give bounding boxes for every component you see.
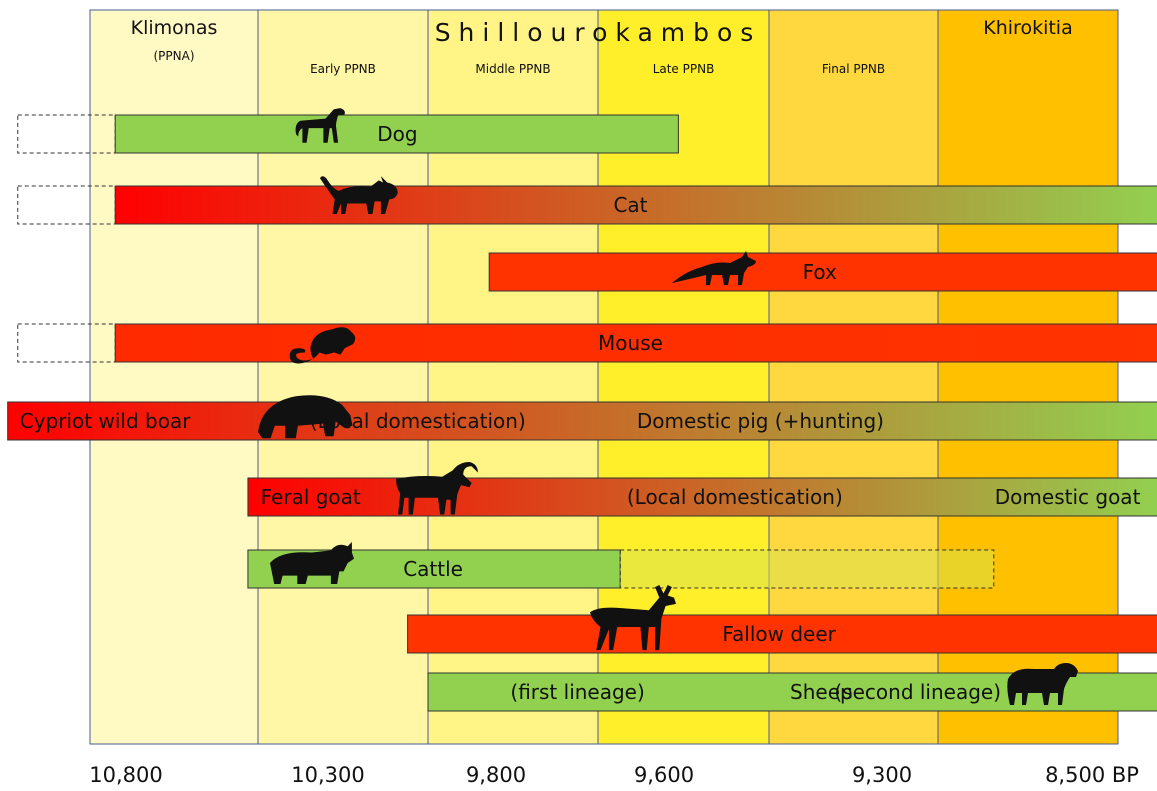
bar-row-goat: Feral goat (Local domestication) Domestic … <box>247 462 1157 517</box>
bar-dog <box>114 114 679 154</box>
uncertain-extension-cattle <box>619 549 995 589</box>
bar-row-cat: Cat <box>17 176 1157 225</box>
period-name-klimonas: Klimonas <box>131 17 218 39</box>
boar-silhouette <box>258 395 353 439</box>
bar-row-fallow-deer: Fallow deer <box>407 585 1157 654</box>
bar-row-mouse: Mouse <box>17 323 1157 364</box>
bar-label-second-lineage: (second lineage) <box>834 680 1001 704</box>
bar-row-pig: Cypriot wild boar (Local domestication) Do… <box>7 395 1157 441</box>
uncertain-extension-mouse <box>17 323 116 363</box>
period-sub-ppna: (PPNA) <box>153 49 194 63</box>
bar-label-dog: Dog <box>377 122 417 146</box>
bar-label-mouse: Mouse <box>598 331 663 355</box>
bar-label-sheep: Sheep <box>790 680 853 704</box>
sheep-silhouette <box>1007 663 1078 705</box>
bar-row-cattle: Cattle <box>247 542 995 589</box>
period-sub-early-ppnb: Early PPNB <box>310 62 376 76</box>
bar-row-fox: Fox <box>488 251 1157 292</box>
deer-silhouette <box>590 585 677 651</box>
period-sub-late-ppnb: Late PPNB <box>653 62 715 76</box>
bar-row-sheep: (first lineage) Sheep(second lineage) <box>427 663 1157 712</box>
bar-label-local-domestication: (Local domestication) <box>310 409 526 433</box>
x-tick-10-800: 10,800 <box>89 763 162 787</box>
bar-mouse <box>114 323 1157 363</box>
goat-silhouette <box>396 462 478 515</box>
bar-label-local-domestication: (Local domestication) <box>627 485 843 509</box>
bar-fallow-deer <box>407 614 1157 654</box>
bar-label-cattle: Cattle <box>403 557 463 581</box>
bar-cat <box>114 185 1157 225</box>
fox-silhouette <box>672 251 756 285</box>
dog-silhouette <box>295 108 345 143</box>
x-tick-9-600: 9,600 <box>634 763 694 787</box>
bar-row-dog: Dog <box>17 108 679 154</box>
bar-pig <box>7 401 1157 441</box>
bar-label-fox: Fox <box>803 260 837 284</box>
bar-label-domestic-pig-hunting: Domestic pig (+hunting) <box>637 409 884 433</box>
bar-label-fallow-deer: Fallow deer <box>722 622 836 646</box>
bar-label-first-lineage: (first lineage) <box>510 680 644 704</box>
bar-label-feral-goat: Feral goat <box>261 485 361 509</box>
cat-silhouette <box>320 176 398 214</box>
mouse-silhouette <box>289 327 356 364</box>
bar-label-cat: Cat <box>613 193 647 217</box>
period-name-khirokitia: Khirokitia <box>983 17 1072 39</box>
uncertain-extension-dog <box>17 114 116 154</box>
x-tick-10-300: 10,300 <box>291 763 364 787</box>
period-sub-middle-ppnb: Middle PPNB <box>475 62 550 76</box>
period-sub-final-ppnb: Final PPNB <box>822 62 885 76</box>
period-titles: Klimonas (PPNA) Early PPNB Middle PPNB Late … <box>131 17 1073 76</box>
uncertain-extension-cat <box>17 185 116 225</box>
x-tick-8-500-bp: 8,500 BP <box>1045 763 1139 787</box>
site-label: Shillourokambos <box>435 18 762 47</box>
bar-label-cypriot-wild-boar: Cypriot wild boar <box>20 409 191 433</box>
cattle-silhouette <box>270 542 354 584</box>
x-tick-9-800: 9,800 <box>466 763 526 787</box>
bar-label-domestic-goat: Domestic goat <box>995 485 1141 509</box>
x-tick-9-300: 9,300 <box>852 763 912 787</box>
x-axis-ticks: 10,800 10,300 9,800 9,600 9,300 8,500 BP <box>89 763 1139 787</box>
bar-fox <box>488 252 1157 292</box>
